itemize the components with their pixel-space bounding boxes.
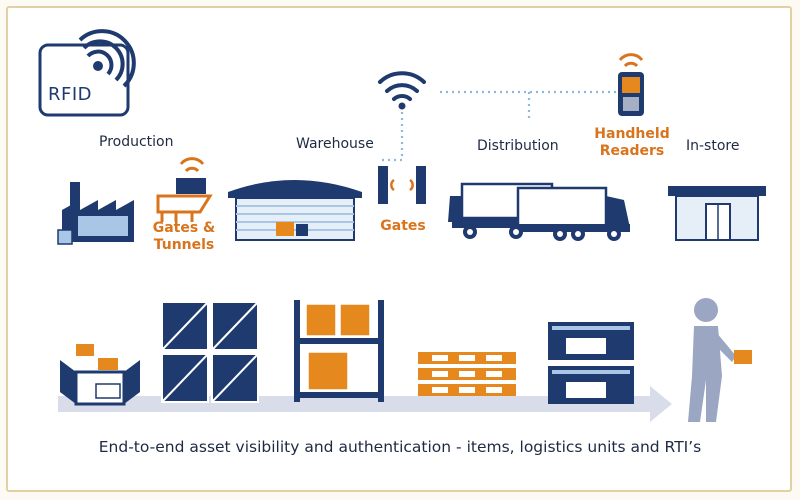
wireless-network-lines [380,90,618,162]
stacked-containers-icon [548,322,634,404]
delivery-trucks-icon [448,182,630,241]
reader-label-gates-tunnels-line2: Tunnels [153,237,215,253]
reader-label-gates-tunnels-line1: Gates & [152,220,216,236]
person-carrying-box-icon [688,298,752,422]
flow-arrow [58,386,672,422]
gates-reader-icon [378,166,426,204]
stacked-crates-icon [161,301,259,403]
open-box-items-icon [60,344,140,406]
gates-tunnels-reader-icon [156,157,213,222]
stage-label-production: Production [99,134,174,150]
store-icon [668,186,766,241]
wifi-icon [378,71,426,110]
reader-label-handheld-line2: Readers [599,143,665,159]
pallets-icon [418,352,516,396]
handheld-reader-icon [618,53,644,116]
warehouse-icon [228,180,362,241]
factory-icon [57,182,134,245]
reader-label-handheld: Handheld Readers [592,126,672,160]
reader-label-handheld-line1: Handheld [594,126,670,142]
shelf-with-boxes-icon [294,300,384,402]
stage-label-warehouse: Warehouse [296,136,374,152]
rfid-badge [38,29,136,117]
rfid-badge-text: RFID [48,84,93,105]
reader-label-gates: Gates [380,218,426,234]
stage-label-in-store: In-store [686,138,740,154]
caption: End-to-end asset visibility and authenti… [98,438,702,456]
stage-label-distribution: Distribution [477,138,559,154]
reader-label-gates-tunnels: Gates & Tunnels [152,220,216,254]
